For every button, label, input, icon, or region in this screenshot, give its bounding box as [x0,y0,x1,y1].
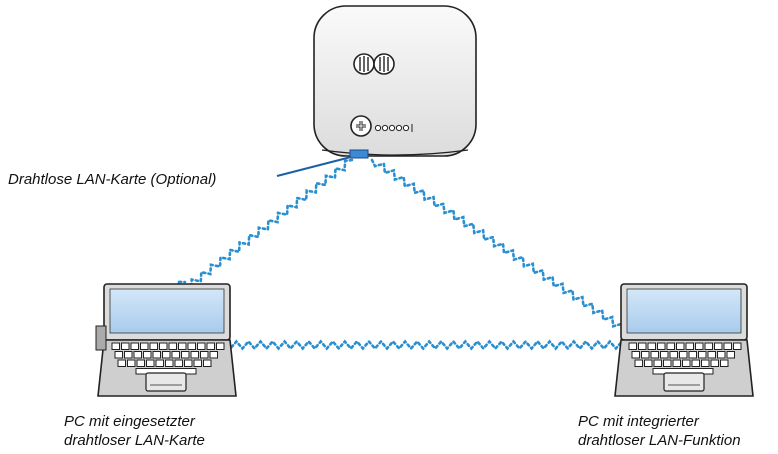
laptop-left-screen [109,288,225,334]
pc-right-label-line2: drahtloser LAN-Funktion [578,432,741,449]
touchpad [663,372,705,392]
pc-left-label-line1: PC mit eingesetzter [64,413,195,430]
laptop-right [614,283,754,397]
power-button-icon [350,115,372,137]
lan-card-inserted [95,325,107,351]
focus-dial-icon [353,53,395,75]
callout-line [276,156,352,177]
laptop-right-screen [626,288,742,334]
link-projector-right-pc [370,158,642,342]
lan-card-label: Drahtlose LAN-Karte (Optional) [8,171,217,188]
projector [313,5,477,159]
status-lights-icon [374,124,413,132]
pc-left-label: PC mit eingesetzter drahtloser LAN-Karte [64,412,205,450]
pc-right-label-line1: PC mit integrierter [578,413,699,430]
keyboard [628,342,742,375]
lan-card-slot [349,149,369,159]
pc-right-label: PC mit integrierter drahtloser LAN-Funkt… [578,412,741,450]
touchpad [145,372,187,392]
laptop-left [95,283,237,397]
keyboard [111,342,225,375]
pc-left-label-line2: drahtloser LAN-Karte [64,432,205,449]
